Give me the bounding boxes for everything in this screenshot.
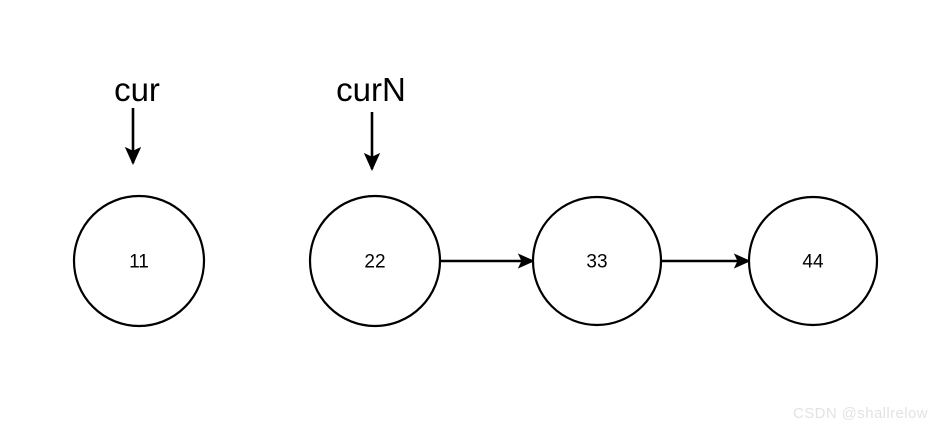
pointer-curn-label: curN xyxy=(336,71,406,108)
node-value: 22 xyxy=(364,252,385,273)
csdn-watermark: CSDN @shallrelow xyxy=(793,405,928,422)
list-node-22: 22 xyxy=(308,194,442,328)
list-node-11: 11 xyxy=(72,194,206,328)
pointer-curn: curN xyxy=(336,71,406,172)
list-node-33: 33 xyxy=(531,195,663,327)
node-circle xyxy=(747,195,879,327)
node-value: 33 xyxy=(586,252,607,273)
node-circle xyxy=(72,194,206,328)
node-value: 11 xyxy=(129,252,149,273)
list-node-44: 44 xyxy=(747,195,879,327)
node-circle xyxy=(531,195,663,327)
pointer-cur-label: cur xyxy=(114,71,160,108)
node-value: 44 xyxy=(802,252,824,273)
pointer-cur: cur xyxy=(114,71,160,166)
node-circle xyxy=(308,194,442,328)
